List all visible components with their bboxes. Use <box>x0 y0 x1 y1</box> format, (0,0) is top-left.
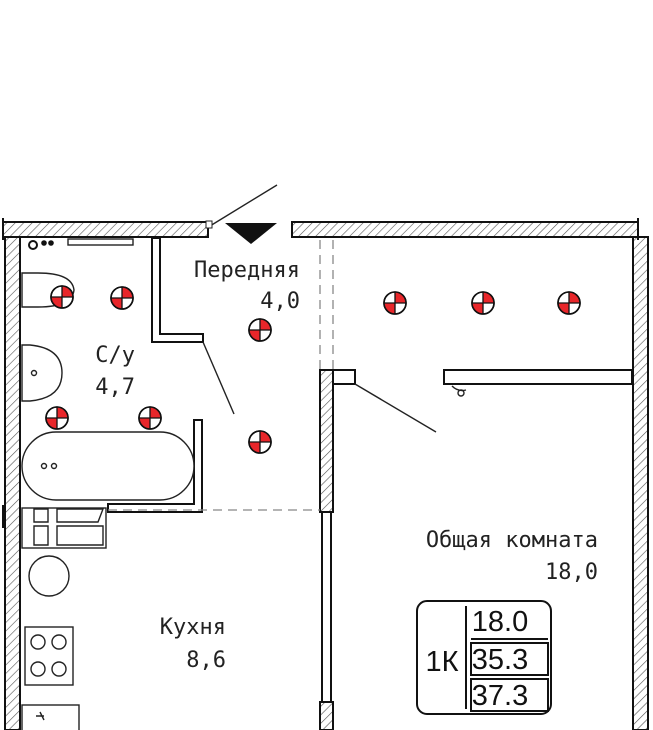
bathroom-name: С/у <box>95 343 135 368</box>
ceiling-light-icon <box>383 291 407 315</box>
ceiling-light-icon <box>45 406 69 430</box>
bathroom-partition <box>151 237 204 343</box>
bathroom-door-swing <box>202 341 235 415</box>
center-wall-lower <box>319 701 334 730</box>
hallway-name: Передняя <box>194 258 300 283</box>
living-door-stub <box>332 369 356 385</box>
ceiling-light-icon <box>248 318 272 342</box>
washing-machine-icon <box>28 555 70 597</box>
bathroom-area: 4,7 <box>95 375 135 400</box>
living-room-area: 18,0 <box>545 560 598 585</box>
top-wall-right <box>291 221 639 238</box>
bathtub-icon <box>21 431 195 501</box>
area-badge: 1К 18.0 35.3 37.3 <box>416 600 552 715</box>
bathtub-wall <box>107 419 203 513</box>
hallway-area: 4,0 <box>260 289 300 314</box>
entrance-door-leaf <box>209 184 278 227</box>
kitchen-sink-icon <box>33 508 105 546</box>
ceiling-light-icon <box>138 406 162 430</box>
ceiling-light-icon <box>557 291 581 315</box>
zone-boundaries <box>108 240 334 511</box>
living-room-name: Общая комната <box>426 528 598 553</box>
kitchen-fixtures <box>21 507 107 730</box>
ceiling-light-icon <box>471 291 495 315</box>
total-area-value: 35.3 <box>472 644 528 676</box>
partitions <box>107 237 633 703</box>
right-wall <box>632 236 649 730</box>
kitchen-area: 8,6 <box>186 648 226 673</box>
top-wall-left <box>2 221 209 238</box>
light-markers <box>45 285 581 454</box>
kitchen-name: Кухня <box>160 615 226 640</box>
center-wall-upper <box>319 369 334 513</box>
stove-icon <box>24 626 74 686</box>
living-closet-wall <box>443 369 633 385</box>
living-area-value: 18.0 <box>472 606 528 638</box>
wall-ticks <box>2 218 639 528</box>
bathroom-fixtures <box>21 238 195 501</box>
living-door-leaf <box>354 383 437 433</box>
ceiling-light-icon <box>110 286 134 310</box>
washbasin-icon <box>21 344 63 402</box>
ceiling-light-icon <box>50 285 74 309</box>
kitchen-living-partition <box>321 511 332 703</box>
left-wall <box>4 236 21 730</box>
ceiling-light-icon <box>248 430 272 454</box>
doors <box>202 184 467 433</box>
entrance-arrow-icon <box>225 223 277 244</box>
total-with-balcony-value: 37.3 <box>472 680 528 712</box>
apartment-type: 1К <box>425 646 458 678</box>
